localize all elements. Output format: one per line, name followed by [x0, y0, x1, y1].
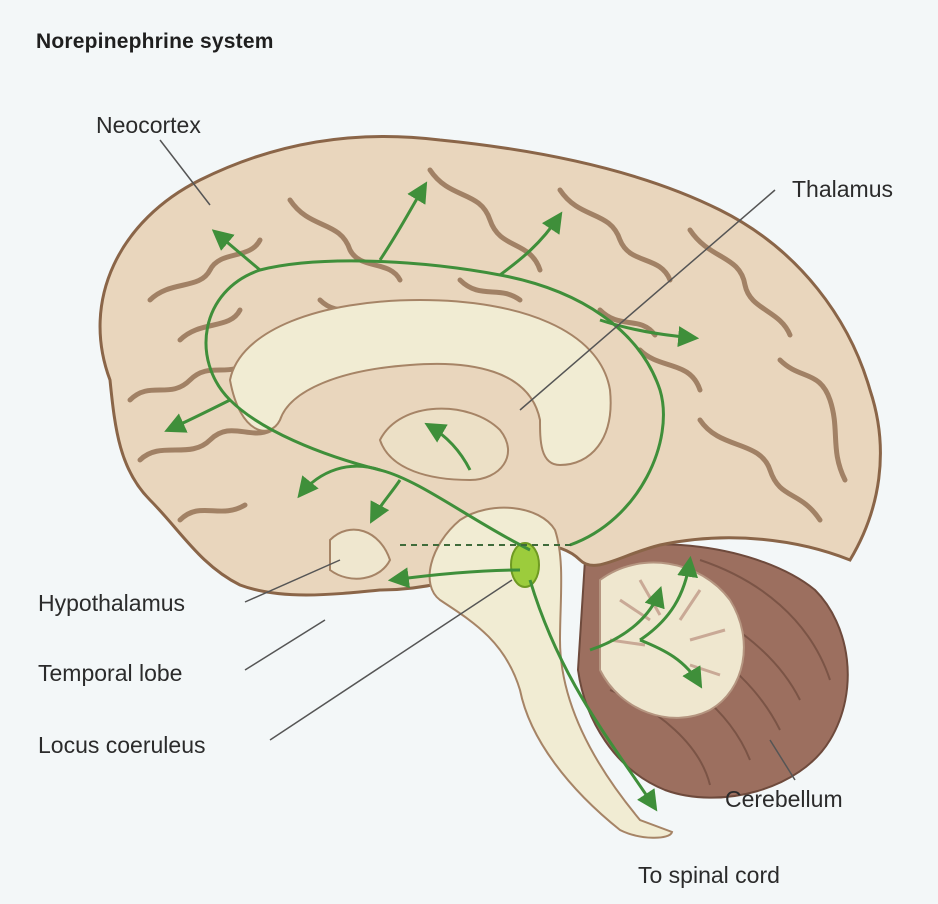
- diagram-title: Norepinephrine system: [36, 30, 274, 54]
- label-thalamus: Thalamus: [792, 176, 893, 203]
- label-cerebellum: Cerebellum: [725, 786, 843, 813]
- label-spinal-cord: To spinal cord: [638, 862, 780, 889]
- label-locus-coeruleus: Locus coeruleus: [38, 732, 206, 759]
- label-temporal-lobe: Temporal lobe: [38, 660, 182, 687]
- label-hypothalamus: Hypothalamus: [38, 590, 185, 617]
- label-neocortex: Neocortex: [96, 112, 201, 139]
- cerebellum-shape: [578, 544, 848, 797]
